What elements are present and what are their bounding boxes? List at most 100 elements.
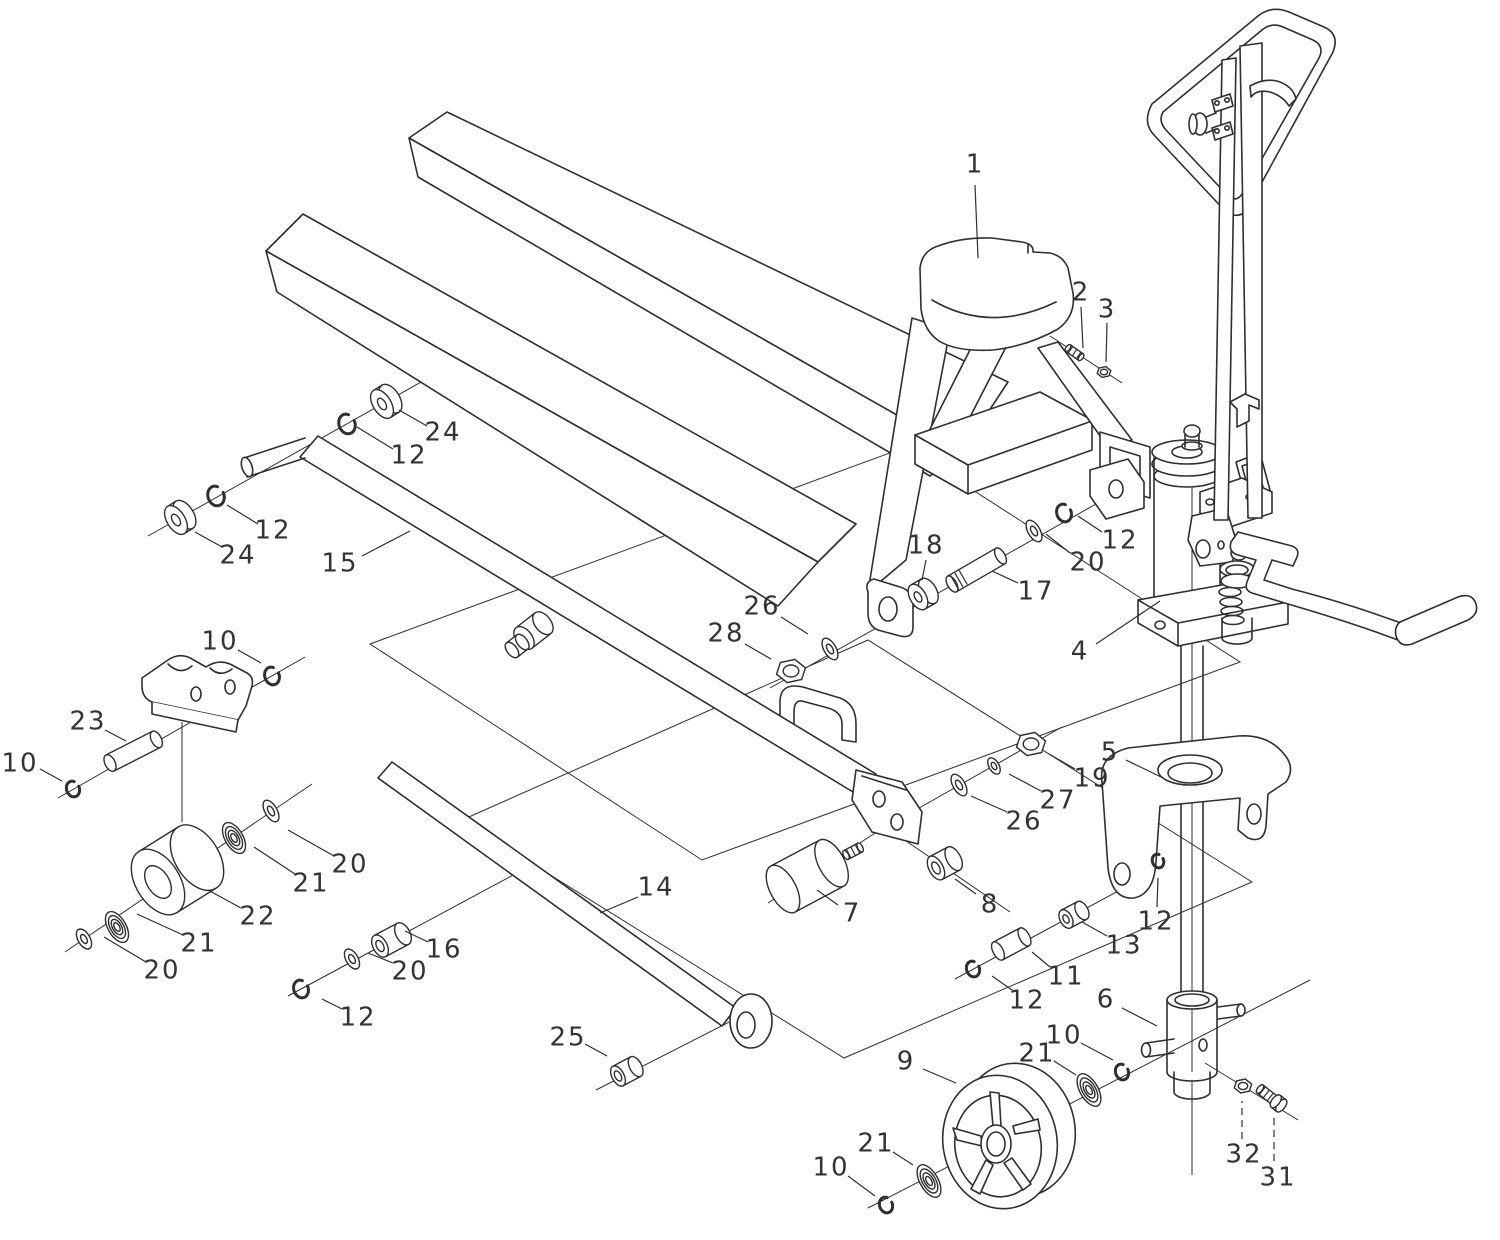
axis-line [1049, 335, 1123, 384]
fork-heel-pocket [779, 685, 857, 743]
bearing-21 [104, 910, 130, 944]
callout-number: 31 [1259, 1163, 1296, 1193]
part-callout-7: 7 [816, 889, 862, 929]
callout-leader [892, 1151, 914, 1166]
part-callout-2: 2 [1072, 278, 1091, 349]
callout-number: 28 [707, 619, 744, 649]
snap-ring-12 [1055, 502, 1073, 524]
callout-number: 20 [1069, 548, 1106, 578]
snap-ring-10 [1113, 1062, 1131, 1082]
axis-line [1204, 1062, 1299, 1121]
callout-number: 12 [339, 1003, 376, 1033]
bushing-24 [369, 383, 403, 420]
part-callout-26: 26 [743, 592, 809, 635]
part-callout-18: 18 [907, 531, 943, 581]
callout-leader [398, 409, 428, 427]
callout-number: 20 [143, 956, 180, 986]
part-callout-16: 16 [404, 930, 462, 965]
pin-23 [103, 730, 164, 773]
part-callout-28: 28 [707, 619, 772, 660]
callout-leader [970, 795, 1008, 813]
callout-number: 13 [1105, 931, 1142, 961]
part-callout-17: 17 [991, 570, 1054, 607]
callout-leader [780, 616, 809, 635]
callout-leader [1105, 322, 1108, 363]
part-callout-10: 10 [1045, 1021, 1114, 1061]
callout-number: 6 [1097, 985, 1116, 1015]
callout-leader [194, 531, 223, 548]
part-callout-21: 21 [136, 913, 216, 959]
part-callout-26: 26 [970, 795, 1042, 837]
set-screw-2 [1064, 343, 1085, 362]
washer-20 [1025, 519, 1043, 543]
part-callout-20: 20 [367, 952, 428, 987]
callout-number: 20 [391, 957, 428, 987]
callout-number: 10 [812, 1153, 849, 1183]
callout-number: 24 [219, 541, 256, 571]
callout-number: 24 [424, 418, 461, 448]
callout-number: 25 [549, 1023, 586, 1053]
callout-number: 7 [843, 899, 862, 929]
hex-nut-28 [775, 658, 807, 684]
part-callout-31: 31 [1259, 1118, 1296, 1193]
callout-leader [921, 559, 927, 581]
washer-20 [75, 928, 93, 950]
bearing-21 [916, 1164, 942, 1198]
group-machine-line-art [141, 8, 1478, 1210]
carriage-frame-1 [866, 237, 1151, 638]
callout-leader [1077, 515, 1103, 533]
handle-bar-right [1239, 42, 1263, 519]
link-roller-7 [765, 838, 850, 914]
link-roller-stud [842, 842, 865, 861]
callout-number: 10 [201, 627, 238, 657]
callout-number: 12 [1008, 986, 1045, 1016]
callout-number: 16 [425, 935, 462, 965]
part-callout-12: 12 [321, 998, 376, 1033]
hex-nut-19 [1015, 731, 1047, 757]
part-callout-25: 25 [549, 1023, 608, 1057]
callout-leader [744, 643, 772, 660]
spacer-16 [370, 922, 413, 958]
cross-shaft-15 [240, 435, 923, 845]
callout-number: 17 [1017, 577, 1054, 607]
callout-leader [226, 504, 259, 525]
callout-number: 15 [321, 549, 358, 579]
callout-leader [1048, 753, 1076, 770]
part-callout-32: 32 [1225, 1101, 1261, 1170]
callout-number: 23 [69, 707, 106, 737]
snap-ring-10 [877, 1195, 895, 1215]
lock-washer-27 [987, 757, 1001, 775]
bearing-21 [221, 821, 247, 855]
part-callout-12: 12 [1137, 877, 1173, 937]
callout-number: 2 [1072, 278, 1091, 308]
part-callout-9: 9 [897, 1047, 957, 1084]
bushing-18 [907, 577, 939, 611]
part-callout-4: 4 [1071, 600, 1161, 667]
callout-leader [104, 729, 127, 742]
callout-number: 26 [1005, 807, 1042, 837]
part-callout-20: 20 [103, 936, 180, 986]
callout-leader [974, 184, 979, 259]
part-callout-21: 21 [857, 1129, 914, 1166]
callout-number: 10 [1, 749, 38, 779]
callout-number: 11 [1047, 962, 1084, 992]
part-callout-20: 20 [287, 829, 368, 880]
part-callout-12: 12 [356, 426, 426, 471]
yoke-bracket-5 [1100, 735, 1292, 899]
callout-number: 20 [331, 850, 368, 880]
part-callout-12: 12 [991, 975, 1045, 1016]
part-callout-24: 24 [398, 409, 461, 448]
callout-number: 21 [1018, 1039, 1055, 1069]
callout-leader [1053, 1060, 1077, 1076]
snap-ring-12 [337, 412, 357, 436]
callout-leader [922, 1068, 957, 1084]
callout-leader [1080, 306, 1084, 349]
push-rod-14 [377, 761, 773, 1049]
callout-number: 10 [1045, 1021, 1082, 1051]
snap-ring-12 [206, 484, 226, 508]
callout-leader [1080, 1042, 1114, 1061]
callout-leader [103, 936, 147, 963]
callout-leader [1081, 921, 1108, 937]
